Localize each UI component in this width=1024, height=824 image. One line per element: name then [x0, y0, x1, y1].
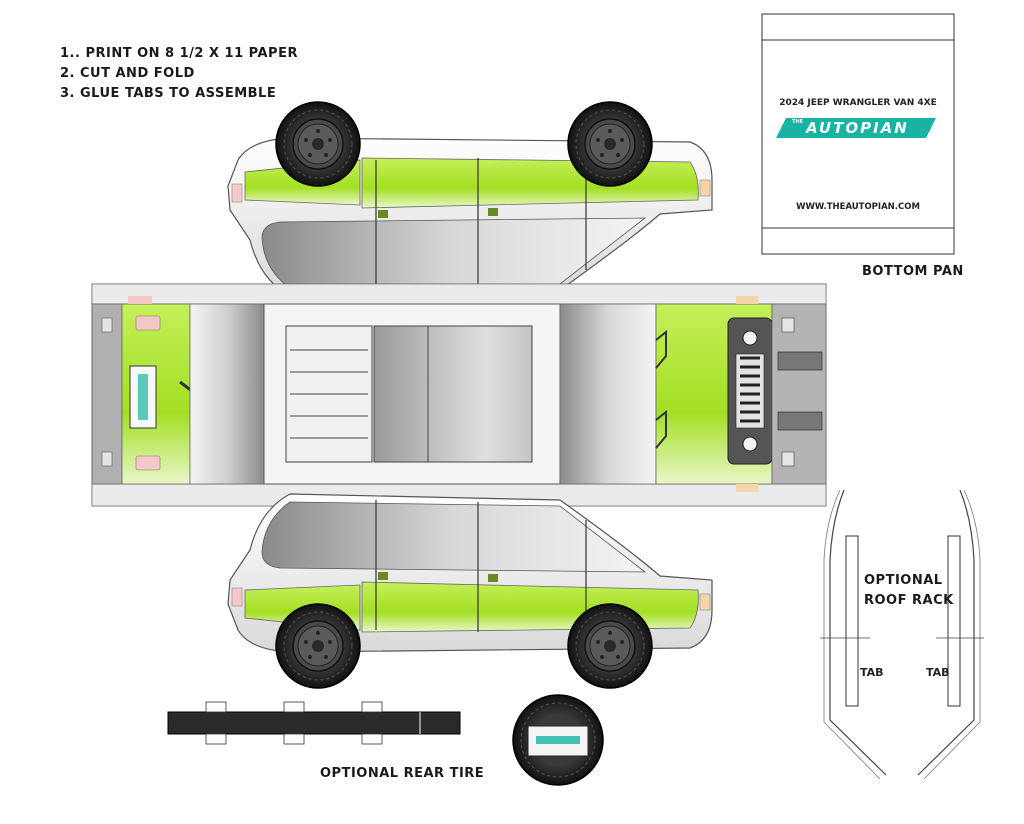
instruction-step-1: 1.. PRINT ON 8 1/2 X 11 PAPER — [60, 46, 298, 61]
roof-rack-tab-left: TAB — [860, 666, 884, 679]
bottom-pan — [761, 13, 955, 255]
bottom-pan-label: BOTTOM PAN — [862, 264, 964, 279]
autopian-logo-banner — [776, 118, 936, 138]
logo-prefix: THE — [792, 119, 804, 125]
bottom-pan-url: WWW.THEAUTOPIAN.COM — [796, 202, 920, 212]
autopian-logo: AUTOPIAN — [806, 119, 909, 137]
instruction-step-2: 2. CUT AND FOLD — [60, 66, 195, 81]
side-panel-bottom — [227, 493, 713, 689]
roof-rack-label-line1: OPTIONAL — [864, 573, 943, 588]
center-body-strip — [91, 283, 827, 507]
roof-rack-tab-right: TAB — [926, 666, 950, 679]
roof-rack — [820, 489, 984, 780]
rear-tire-part — [167, 694, 604, 786]
bottom-pan-title: 2024 JEEP WRANGLER VAN 4XE — [779, 98, 937, 108]
instruction-step-3: 3. GLUE TABS TO ASSEMBLE — [60, 86, 277, 101]
side-panel-top — [227, 101, 713, 297]
roof-rack-label-line2: ROOF RACK — [864, 593, 954, 608]
rear-tire-label: OPTIONAL REAR TIRE — [320, 766, 485, 781]
